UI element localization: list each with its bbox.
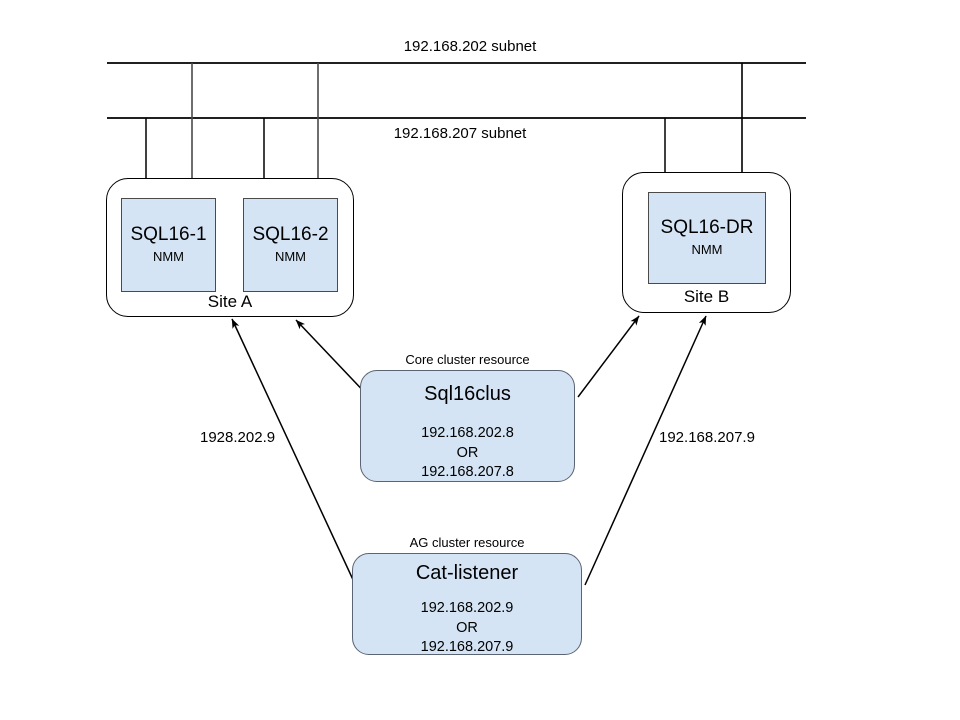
core-cluster-box[interactable]: Sql16clus 192.168.202.8 OR 192.168.207.8 <box>360 370 575 482</box>
site-b-label: Site B <box>683 287 730 306</box>
node-sql16-2[interactable]: SQL16-2 NMM <box>243 198 338 292</box>
core-cluster-name: Sql16clus <box>424 383 511 405</box>
ag-cluster-name: Cat-listener <box>415 562 519 584</box>
node-sql16-dr-title: SQL16-DR <box>660 217 754 239</box>
node-sql16-2-role: NMM <box>274 249 307 265</box>
arrow-ag-cluster-to-site-a <box>231 318 356 585</box>
arrow-core-cluster-to-site-b <box>577 315 640 398</box>
core-cluster-caption: Core cluster resource <box>405 352 530 367</box>
core-cluster-ip-separator: OR <box>456 444 479 461</box>
node-sql16-1-role: NMM <box>152 249 185 265</box>
ag-cluster-ip-primary: 192.168.202.9 <box>420 600 514 616</box>
ag-cluster-ip-secondary: 192.168.207.9 <box>420 639 514 656</box>
arrow-ag-cluster-to-site-b <box>584 315 707 586</box>
arrow-label-right: 192.168.207.9 <box>659 429 755 446</box>
node-sql16-1[interactable]: SQL16-1 NMM <box>121 198 216 292</box>
site-a-label: Site A <box>207 292 253 311</box>
ag-cluster-ips: 192.168.202.9 OR 192.168.207.9 <box>421 599 514 658</box>
core-cluster-ips: 192.168.202.8 OR 192.168.207.8 <box>421 424 514 483</box>
subnet-207-label: 192.168.207 subnet <box>393 125 527 142</box>
arrow-label-left: 1928.202.9 <box>200 429 276 446</box>
core-cluster-ip-secondary: 192.168.207.8 <box>421 464 514 481</box>
node-sql16-dr[interactable]: SQL16-DR NMM <box>648 192 766 284</box>
node-sql16-2-title: SQL16-2 <box>252 224 329 246</box>
core-cluster-ip-primary: 192.168.202.8 <box>421 425 514 441</box>
ag-cluster-box[interactable]: Cat-listener 192.168.202.9 OR 192.168.20… <box>352 553 582 655</box>
subnet-202-label: 192.168.202 subnet <box>403 38 537 55</box>
node-sql16-1-title: SQL16-1 <box>130 224 207 246</box>
ag-cluster-caption: AG cluster resource <box>409 535 525 550</box>
ag-cluster-ip-separator: OR <box>456 619 478 636</box>
arrow-core-cluster-to-site-a <box>295 319 372 400</box>
node-sql16-dr-role: NMM <box>691 242 723 258</box>
